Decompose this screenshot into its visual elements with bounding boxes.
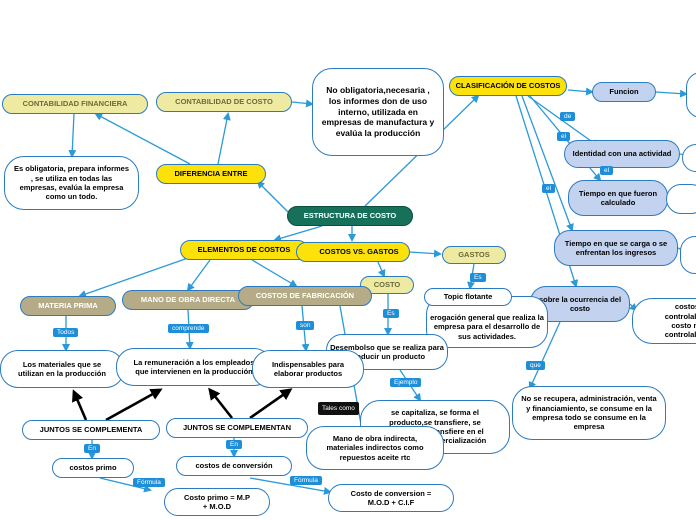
node-contabilidad-financiera[interactable]: CONTABILIDAD FINANCIERA (2, 94, 148, 114)
link-label-de: de (560, 112, 576, 121)
node-no-obligatoria[interactable]: No obligatoria,necesaria , los informes … (312, 68, 444, 156)
link-elem-cf (251, 259, 298, 288)
link-clas-tiempo2 (521, 95, 574, 232)
link-root-elementos (273, 225, 323, 243)
link-label-formula: Fórmula (133, 478, 165, 487)
node-costo-primo-formula[interactable]: Costo primo = M.P + M.O.D (164, 488, 270, 516)
link-label-es: Es (383, 309, 399, 318)
node-mano-de-obra-directa[interactable]: MANO DE OBRA DIRECTA (122, 290, 254, 310)
link-clas-identidad (527, 95, 600, 148)
link-label-en: En (84, 444, 100, 453)
link-j1-materiales (72, 389, 88, 421)
node-costo-conversion-formula[interactable]: Costo de conversion = M.O.D + C.I.F (328, 484, 454, 512)
node-funcion[interactable]: Funcion (592, 82, 656, 102)
link-j2-remun (208, 387, 234, 419)
link-label-el: el (557, 132, 571, 141)
link-label-formula: Fórmula (290, 476, 322, 485)
node-materia-prima[interactable]: MATERIA PRIMA (20, 296, 116, 316)
node-diferencia-entre[interactable]: DIFERENCIA ENTRE (156, 164, 266, 184)
link-label-comprende: comprende (168, 324, 209, 333)
node-tiempo-ingresos-detail[interactable] (680, 236, 696, 274)
node-juntos-se-complementa[interactable]: JUNTOS SE COMPLEMENTA (22, 420, 160, 440)
node-topic-flotante[interactable]: Topic flotante (424, 288, 512, 306)
node-identidad[interactable]: Identidad con una actividad (564, 140, 680, 168)
node-indispensables[interactable]: Indispensables para elaborar productos (252, 350, 364, 388)
link-conv-formula (249, 477, 332, 495)
node-funcion-detail[interactable] (686, 72, 696, 118)
link-label-es: Es (470, 273, 486, 282)
link-elem-mod (186, 259, 211, 292)
link-label-que: que (526, 361, 545, 370)
link-elem-mp (78, 257, 189, 298)
node-costos-de-conversion[interactable]: costos de conversión (176, 456, 292, 476)
node-juntos-se-complementan[interactable]: JUNTOS SE COMPLEMENTAN (166, 418, 308, 438)
link-label-son: son (296, 321, 315, 330)
node-costos-controlables[interactable]: costos controlables costo no controlable… (632, 298, 696, 344)
node-mano-obra-indirecta[interactable]: Mano de obra indirecta, materiales indir… (306, 426, 444, 470)
link-root-diferencia (256, 180, 289, 213)
link-funcion-right (655, 89, 688, 98)
node-elementos-de-costos[interactable]: ELEMENTOS DE COSTOS (180, 240, 308, 260)
link-primo-formula (99, 477, 152, 493)
link-vs-costo (377, 261, 386, 278)
node-costo[interactable]: COSTO (360, 276, 414, 294)
link-label-el: el (542, 184, 556, 193)
root-estructura-de-costo[interactable]: ESTRUCTURA DE COSTO (287, 206, 413, 226)
link-sobre-norecupera (528, 321, 561, 390)
link-label-en: En (226, 440, 242, 449)
link-label-todos: Todos (53, 328, 79, 337)
link-label-ejemplo: Ejemplo (390, 378, 422, 387)
link-j1-remun (105, 388, 163, 422)
node-costos-primo[interactable]: costos primo (52, 458, 134, 478)
link-vs-gastos (409, 249, 442, 258)
node-tiempo-fueron-detail[interactable] (666, 184, 696, 214)
link-contfin-obligatoria (68, 113, 77, 158)
node-costos-de-fabricacion[interactable]: COSTOS DE FABRICACIÓN (238, 286, 372, 306)
node-materiales[interactable]: Los materiales que se utilizan en la pro… (0, 350, 124, 388)
link-label-tales-como: Tales como (318, 402, 359, 415)
link-j2-indisp (249, 388, 293, 420)
link-contcosto-noobl (291, 99, 314, 108)
node-gastos[interactable]: GASTOS (442, 246, 506, 264)
node-contabilidad-de-costo[interactable]: CONTABILIDAD DE COSTO (156, 92, 292, 112)
link-dif-contfin (94, 113, 191, 165)
node-no-se-recupera[interactable]: No se recupera, administración, venta y … (512, 386, 666, 440)
node-costos-vs-gastos[interactable]: COSTOS VS. GASTOS (296, 242, 410, 262)
link-clas-funcion (567, 87, 594, 96)
node-clasificacion-costos[interactable]: CLASIFICACIÓN DE COSTOS (449, 76, 567, 96)
node-es-obligatoria[interactable]: Es obligatoria, prepara informes , se ut… (4, 156, 139, 210)
node-tiempo-fueron[interactable]: Tiempo en que fueron calculado (568, 180, 668, 216)
node-remuneracion[interactable]: La remuneración a los empleados que inte… (116, 348, 272, 386)
node-tiempo-ingresos[interactable]: Tiempo en que se carga o se enfrentan lo… (554, 230, 678, 266)
link-dif-contcosto (217, 112, 231, 165)
link-label-el: el (600, 166, 614, 175)
